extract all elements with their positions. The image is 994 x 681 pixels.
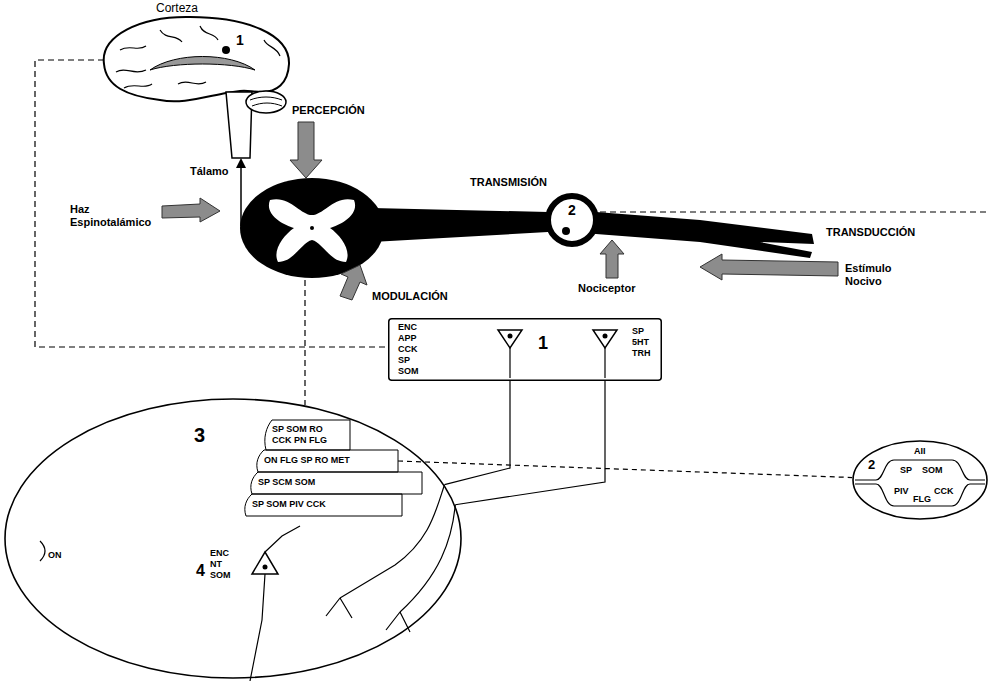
corpus-callosum <box>150 57 255 71</box>
on-boundary-arc <box>40 541 45 561</box>
lamina-border <box>265 420 350 450</box>
peptide-label: SP <box>900 465 912 476</box>
neuropeptide-list: ENC NT SOM <box>210 548 231 581</box>
cerebellum <box>246 91 286 113</box>
neuron-box: ENC APP CCK SP SOM 1 SP 5HT TRH <box>388 318 662 381</box>
callout-number: 3 <box>194 424 205 446</box>
lamina-band: SP SCM SOM <box>246 472 422 494</box>
nociceptor-arrow <box>600 240 624 278</box>
lamina-peptides: ON FLG SP RO MET <box>264 455 350 466</box>
peptide-label: PIV <box>894 486 909 497</box>
synapse-ellipse: 2 AIISP SOM PIV FLGCCK <box>852 440 988 520</box>
callout-number: 2 <box>868 458 875 472</box>
lamina-peptides: SP SOM PIV CCK <box>252 499 326 510</box>
brain-sulcus <box>116 70 146 72</box>
lamina-border <box>251 472 422 494</box>
dashed-leader <box>35 60 388 347</box>
callout-number: 1 <box>538 334 548 354</box>
brain-sulcus <box>120 46 146 50</box>
brain-sulcus <box>160 30 182 42</box>
peptide-label: AII <box>914 446 926 457</box>
cortex-neuron-dot <box>222 46 230 54</box>
gray-matter <box>269 199 355 262</box>
stage-label: MODULACIÓN <box>372 290 448 303</box>
cerebrum-outline <box>104 17 289 101</box>
cerebellum-folia <box>250 97 282 106</box>
axon-connector <box>455 381 605 505</box>
dorsal-horn-circle: 3ON SP SOM RO CCK PN FLG ON FLG SP RO MET S… <box>4 398 462 679</box>
axon-stub <box>509 348 510 378</box>
peptide-label: FLG <box>913 494 931 505</box>
callout-number: 4 <box>196 562 205 580</box>
peptide-label: SOM <box>922 465 943 476</box>
perception-arrow <box>290 122 322 178</box>
box-border <box>389 319 662 381</box>
modulation-arrow <box>340 265 367 300</box>
brain-sulcus <box>178 82 206 84</box>
neuron-box-outline <box>388 318 662 381</box>
axon-connector <box>445 381 510 485</box>
dorsal-root-ganglion <box>548 196 596 244</box>
dendrite <box>265 526 300 552</box>
lamina-band: SP SOM PIV CCK <box>240 494 402 516</box>
ganglion-cell <box>562 227 570 235</box>
dorsal-horn-circle-outline <box>4 398 462 679</box>
axon-stub <box>604 348 605 378</box>
ellipse-border <box>5 399 461 678</box>
brain-sulcus <box>264 40 280 56</box>
neuropeptide-label: ON <box>48 550 62 561</box>
neuron-nucleus <box>603 334 608 339</box>
tract-label: Haz Espinotalámico <box>70 203 151 228</box>
lamina-band: ON FLG SP RO MET <box>252 450 398 472</box>
peptide-label: CCK <box>934 486 954 497</box>
stage-label: TRANSMISIÓN <box>470 176 547 189</box>
spinal-cord <box>240 178 384 278</box>
neuropeptide-list: SP 5HT TRH <box>632 326 650 359</box>
dashed-leader <box>600 211 988 212</box>
lamina-border <box>257 450 398 472</box>
arrow-head <box>236 158 246 168</box>
tract-arrow <box>162 198 220 222</box>
brain-sulcus <box>124 84 152 88</box>
neuron-symbol <box>252 552 278 574</box>
stimulus-arrow <box>700 254 838 280</box>
neuron-symbol <box>593 330 617 348</box>
spinothalamic-tract <box>240 166 242 226</box>
neuropeptide-list: ENC APP CCK SP SOM <box>398 322 419 377</box>
dashed-connector <box>398 461 852 478</box>
neuron-symbol <box>498 330 522 348</box>
central-canal <box>310 226 314 230</box>
stage-label: PERCEPCIÓN <box>292 104 365 117</box>
stage-label: TRANSDUCCIÓN <box>826 226 915 239</box>
ellipse-border <box>853 441 987 519</box>
callout-number: 1 <box>236 33 244 48</box>
region-label: Corteza <box>156 2 198 16</box>
lamina-peptides: SP SCM SOM <box>258 477 315 488</box>
stimulus-label: Estímulo Nocivo <box>845 262 891 287</box>
region-label: Tálamo <box>190 165 229 178</box>
callout-number: 2 <box>568 203 576 218</box>
lamina-border <box>245 494 402 516</box>
neuron-nucleus <box>508 334 513 339</box>
axon <box>250 574 265 681</box>
postsynaptic-membrane <box>855 484 985 506</box>
axon-terminal <box>386 505 455 632</box>
receptor-label: Nociceptor <box>578 282 635 295</box>
dashed-leader <box>304 280 305 405</box>
brain-sulcus <box>200 26 218 40</box>
interneuron-group: 4 ENC NT SOM <box>196 548 288 594</box>
neuron-nucleus <box>263 565 268 570</box>
lamina-peptides: SP SOM RO CCK PN FLG <box>272 424 342 446</box>
lamina-band: SP SOM RO CCK PN FLG <box>260 420 350 450</box>
axon-terminal <box>326 485 445 618</box>
